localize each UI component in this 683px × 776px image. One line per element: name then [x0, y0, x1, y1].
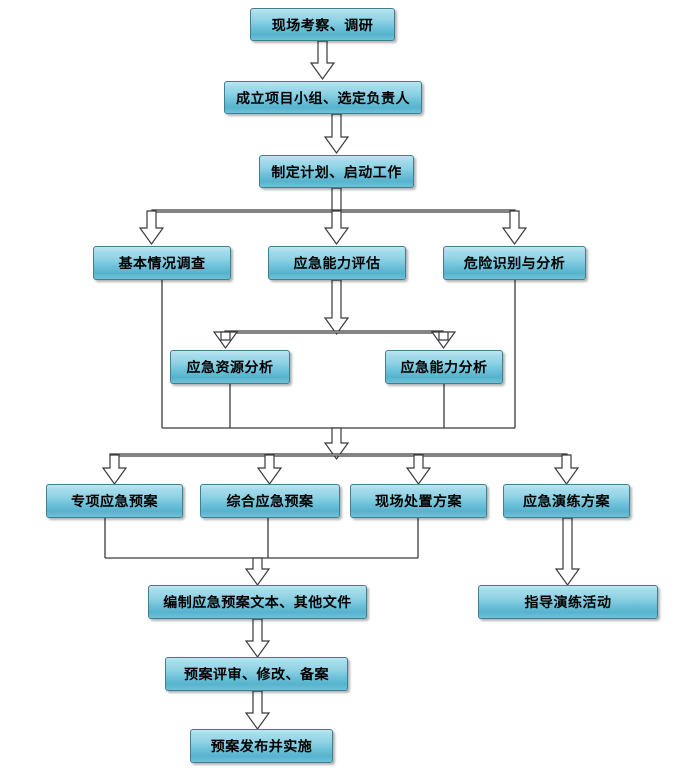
arrow-dist-n10 — [256, 454, 283, 486]
node-label: 预案发布并实施 — [210, 738, 313, 754]
node-编制应急预案文本[interactable]: 编制应急预案文本、其他文件 — [148, 585, 367, 619]
arrow-split-n7 — [212, 331, 239, 350]
arrow-n13-n15 — [244, 618, 271, 659]
arrow-dist-n11 — [405, 454, 432, 486]
arrow-dist-n9 — [101, 454, 128, 486]
node-label: 综合应急预案 — [226, 493, 314, 509]
node-制定计划启动工作[interactable]: 制定计划、启动工作 — [259, 155, 414, 188]
node-label: 指导演练活动 — [524, 594, 612, 610]
node-预案评审修改备案[interactable]: 预案评审、修改、备案 — [165, 657, 348, 691]
node-label: 预案评审、修改、备案 — [184, 666, 329, 682]
node-危险识别与分析[interactable]: 危险识别与分析 — [443, 246, 586, 280]
split-bar-row5 — [109, 453, 568, 457]
stem-n3-split — [331, 187, 342, 212]
arrow-split-n8 — [430, 331, 457, 350]
node-现场考察调研[interactable]: 现场考察、调研 — [250, 8, 395, 41]
node-基本情况调查[interactable]: 基本情况调查 — [93, 246, 231, 280]
node-label: 基本情况调查 — [118, 255, 206, 271]
arrow-split-n5 — [323, 210, 350, 246]
arrow-dist-n12 — [553, 454, 580, 486]
node-label: 应急能力分析 — [400, 359, 488, 375]
arrow-n15-n16 — [244, 690, 271, 731]
node-label: 应急资源分析 — [186, 359, 274, 375]
node-label: 专项应急预案 — [71, 493, 158, 509]
stem-split-n7 — [220, 331, 231, 341]
node-label: 编制应急预案文本、其他文件 — [163, 594, 352, 610]
split-bar-sub — [224, 330, 444, 334]
stem-split-n8 — [438, 331, 449, 341]
arrow-split-n6 — [501, 210, 528, 246]
stem-merge-n13 — [244, 557, 271, 587]
node-现场处置方案[interactable]: 现场处置方案 — [350, 484, 487, 518]
node-综合应急预案[interactable]: 综合应急预案 — [200, 484, 340, 518]
node-label: 应急演练方案 — [523, 493, 610, 509]
node-成立项目小组[interactable]: 成立项目小组、选定负责人 — [224, 81, 422, 114]
node-label: 危险识别与分析 — [463, 255, 566, 271]
stem-n5-split — [323, 279, 350, 336]
arrow-n2-n3 — [323, 113, 350, 155]
arrow-n12-n14 — [554, 517, 581, 587]
node-专项应急预案[interactable]: 专项应急预案 — [46, 484, 183, 518]
node-应急能力评估[interactable]: 应急能力评估 — [268, 246, 406, 280]
split-bar-row3 — [151, 209, 516, 213]
node-label: 制定计划、启动工作 — [271, 163, 402, 180]
node-指导演练活动[interactable]: 指导演练活动 — [478, 585, 658, 619]
arrow-n1-n2 — [309, 40, 336, 81]
node-应急能力分析[interactable]: 应急能力分析 — [385, 350, 503, 384]
stem-merge-dist — [323, 427, 350, 461]
node-label: 应急能力评估 — [293, 255, 381, 271]
node-label: 成立项目小组、选定负责人 — [236, 89, 410, 106]
node-应急资源分析[interactable]: 应急资源分析 — [170, 350, 290, 384]
node-label: 现场处置方案 — [375, 493, 462, 509]
node-预案发布并实施[interactable]: 预案发布并实施 — [190, 729, 333, 763]
node-应急演练方案[interactable]: 应急演练方案 — [503, 484, 630, 518]
node-label: 现场考察、调研 — [271, 16, 374, 33]
arrow-split-n4 — [138, 210, 165, 246]
